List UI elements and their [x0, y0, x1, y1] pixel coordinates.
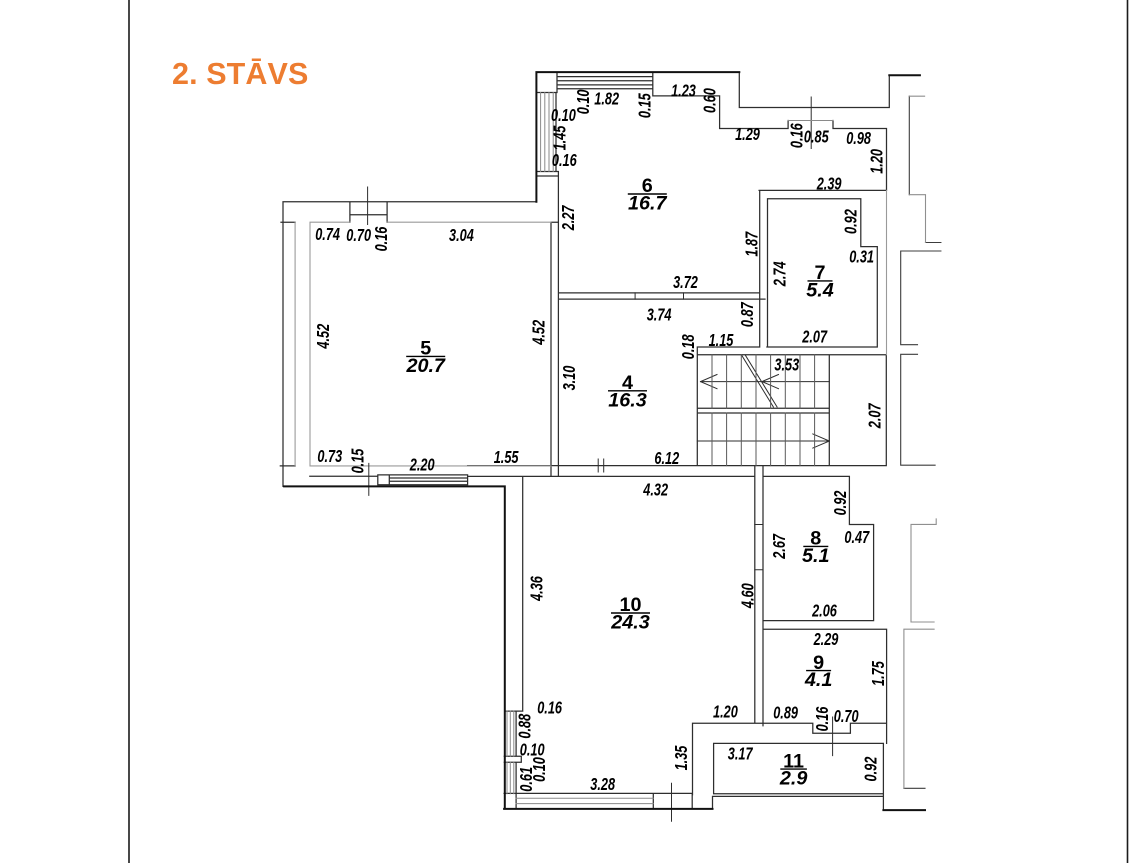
svg-text:1.29: 1.29	[735, 124, 760, 144]
svg-text:0.47: 0.47	[844, 527, 870, 547]
svg-text:1.45: 1.45	[550, 125, 570, 150]
svg-text:0.92: 0.92	[860, 757, 880, 782]
svg-text:2.74: 2.74	[769, 261, 789, 287]
svg-text:0.88: 0.88	[515, 714, 535, 739]
svg-text:3.04: 3.04	[449, 225, 474, 245]
svg-text:5: 5	[420, 338, 431, 360]
svg-text:1.87: 1.87	[742, 231, 762, 257]
svg-text:2.67: 2.67	[769, 533, 789, 559]
svg-text:0.74: 0.74	[315, 224, 340, 244]
svg-text:0.70: 0.70	[346, 225, 371, 245]
svg-text:0.16: 0.16	[552, 150, 577, 170]
svg-text:4.1: 4.1	[804, 669, 833, 691]
svg-text:0.10: 0.10	[551, 105, 576, 125]
svg-text:0.16: 0.16	[812, 706, 832, 731]
svg-text:4.32: 4.32	[643, 479, 669, 499]
svg-text:2.39: 2.39	[816, 173, 842, 193]
svg-text:0.10: 0.10	[520, 739, 545, 759]
svg-text:0.92: 0.92	[830, 490, 850, 515]
svg-text:0.10: 0.10	[529, 757, 549, 782]
svg-text:5.1: 5.1	[802, 545, 830, 567]
svg-text:2.27: 2.27	[558, 205, 578, 231]
svg-text:0.73: 0.73	[317, 446, 342, 466]
svg-text:11: 11	[783, 750, 804, 772]
svg-text:2.9: 2.9	[779, 768, 808, 790]
svg-text:4.52: 4.52	[313, 324, 333, 350]
svg-text:1.55: 1.55	[494, 447, 519, 467]
svg-text:0.16: 0.16	[371, 226, 391, 251]
svg-text:0.61: 0.61	[516, 767, 536, 792]
svg-text:1.15: 1.15	[709, 330, 734, 350]
svg-text:0.10: 0.10	[573, 89, 593, 114]
svg-text:16.3: 16.3	[608, 389, 647, 411]
svg-text:0.15: 0.15	[635, 93, 655, 118]
svg-text:0.89: 0.89	[773, 702, 798, 722]
svg-text:3.53: 3.53	[774, 354, 799, 374]
svg-text:0.87: 0.87	[737, 301, 757, 327]
svg-text:3.74: 3.74	[647, 304, 672, 324]
svg-text:1.35: 1.35	[671, 745, 691, 770]
svg-text:0.16: 0.16	[537, 698, 562, 718]
svg-text:3.72: 3.72	[673, 272, 698, 292]
svg-text:0.16: 0.16	[787, 123, 807, 148]
svg-text:9: 9	[813, 652, 824, 674]
svg-text:0.98: 0.98	[846, 128, 871, 148]
svg-text:4.36: 4.36	[526, 576, 546, 602]
svg-text:8: 8	[810, 528, 821, 550]
svg-text:0.92: 0.92	[840, 209, 860, 234]
svg-text:1.82: 1.82	[594, 89, 619, 109]
svg-text:2.06: 2.06	[811, 601, 837, 621]
svg-text:0.60: 0.60	[700, 88, 720, 113]
svg-text:1.23: 1.23	[671, 81, 696, 101]
svg-text:2.20: 2.20	[409, 454, 435, 474]
svg-text:2.29: 2.29	[813, 629, 839, 649]
svg-text:0.31: 0.31	[849, 247, 874, 267]
svg-text:3.10: 3.10	[559, 365, 579, 390]
svg-text:3.17: 3.17	[728, 744, 754, 764]
svg-text:4.60: 4.60	[738, 583, 758, 609]
svg-text:1.75: 1.75	[868, 661, 888, 686]
svg-text:4: 4	[622, 372, 633, 394]
svg-text:2.07: 2.07	[802, 327, 828, 347]
svg-text:10: 10	[619, 594, 641, 616]
svg-text:0.85: 0.85	[804, 127, 829, 147]
svg-text:24.3: 24.3	[610, 612, 650, 634]
svg-text:3.28: 3.28	[590, 774, 615, 794]
svg-text:5.4: 5.4	[806, 280, 834, 302]
svg-text:0.18: 0.18	[678, 334, 698, 359]
svg-text:7: 7	[814, 262, 825, 284]
svg-text:1.20: 1.20	[713, 702, 738, 722]
svg-text:16.7: 16.7	[628, 193, 667, 215]
svg-text:20.7: 20.7	[405, 355, 445, 377]
svg-text:6: 6	[642, 175, 653, 197]
svg-text:0.70: 0.70	[834, 706, 859, 726]
svg-text:4.52: 4.52	[529, 320, 549, 346]
svg-text:2.07: 2.07	[865, 402, 885, 428]
svg-text:6.12: 6.12	[654, 448, 679, 468]
svg-text:1.20: 1.20	[867, 149, 887, 174]
svg-text:0.15: 0.15	[348, 448, 368, 473]
